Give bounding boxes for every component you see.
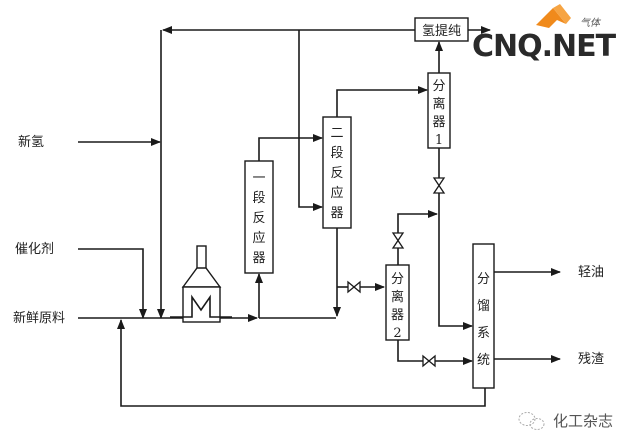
separator1-char-1: 分 — [432, 79, 445, 94]
fresh-hydrogen-label: 新氢 — [18, 134, 44, 150]
separator1-char-4: 1 — [435, 133, 443, 148]
furnace-chimney — [196, 245, 207, 270]
wechat-icon — [518, 412, 545, 430]
fractionation-char-2: 馏 — [477, 299, 490, 314]
separator1-char-2: 离 — [432, 96, 445, 112]
separator1-char-3: 器 — [432, 115, 445, 130]
separator2-char-2: 离 — [391, 289, 404, 305]
catalyst-label: 催化剂 — [15, 242, 54, 257]
fresh-feed-label: 新鲜原料 — [13, 310, 65, 326]
furnace-hood — [181, 267, 222, 288]
catalyst-line — [78, 248, 147, 319]
reactor2-char-4: 应 — [330, 185, 343, 201]
furnace — [170, 245, 232, 323]
valve-separator2-gas[interactable] — [391, 232, 405, 249]
reactor1-char-3: 反 — [252, 211, 265, 226]
reactor1-char-2: 段 — [252, 191, 265, 206]
bottoms-recycle-line — [117, 319, 486, 407]
light-oil-label: 轻油 — [578, 265, 604, 280]
reactor2: 二 段 反 应 器 — [322, 116, 352, 229]
reactor1-char-4: 应 — [252, 230, 265, 246]
watermark-text: 化工杂志 — [553, 412, 613, 430]
reactor1-char-1: 一 — [252, 171, 265, 186]
separator1-to-fractionation — [438, 193, 473, 330]
logo-small-text: 气体 — [580, 17, 602, 29]
reactor2-char-2: 段 — [330, 146, 343, 161]
separator2-char-1: 分 — [391, 272, 404, 287]
separator2-char-3: 器 — [391, 308, 404, 323]
furnace-coil — [170, 294, 232, 318]
reactor1: 一 段 反 应 器 — [244, 160, 274, 274]
reactor1-to-reactor2 — [258, 134, 323, 161]
separator2-gas-to-separator1-line — [397, 210, 438, 233]
reactor2-to-separator1 — [336, 86, 428, 117]
hydrogen-purification-unit: 氢提纯 — [414, 17, 469, 42]
logo-text: CNQ.NET — [472, 29, 617, 64]
valve-separator1[interactable] — [432, 177, 446, 194]
valve-separator2-liquid[interactable] — [422, 354, 436, 368]
residue-label: 残渣 — [578, 352, 604, 367]
valve-effluent[interactable] — [347, 280, 361, 294]
reactor2-char-1: 二 — [330, 126, 343, 141]
reactor2-char-3: 反 — [330, 166, 343, 181]
fractionation-char-1: 分 — [477, 272, 490, 287]
logo-roof-icon — [536, 8, 566, 28]
fractionation-system: 分 馏 系 统 — [472, 243, 495, 389]
reactor1-char-5: 器 — [252, 251, 265, 266]
cnq-logo: 气体 CNQ.NET — [472, 4, 618, 64]
separator2-bottom-line-a — [397, 340, 423, 362]
hydrogen-to-reactor2 — [298, 30, 323, 211]
separator1: 分 离 器 1 — [427, 72, 451, 149]
furnace-body — [182, 286, 221, 323]
separator2-char-4: 2 — [393, 326, 401, 341]
fractionation-char-3: 系 — [477, 326, 490, 341]
hydrogen-purification-label: 氢提纯 — [422, 23, 461, 39]
separator2: 分 离 器 2 — [385, 264, 410, 341]
fractionation-char-4: 统 — [477, 353, 490, 368]
reactor2-char-5: 器 — [330, 206, 343, 221]
watermark: 化工杂志 — [518, 412, 613, 430]
